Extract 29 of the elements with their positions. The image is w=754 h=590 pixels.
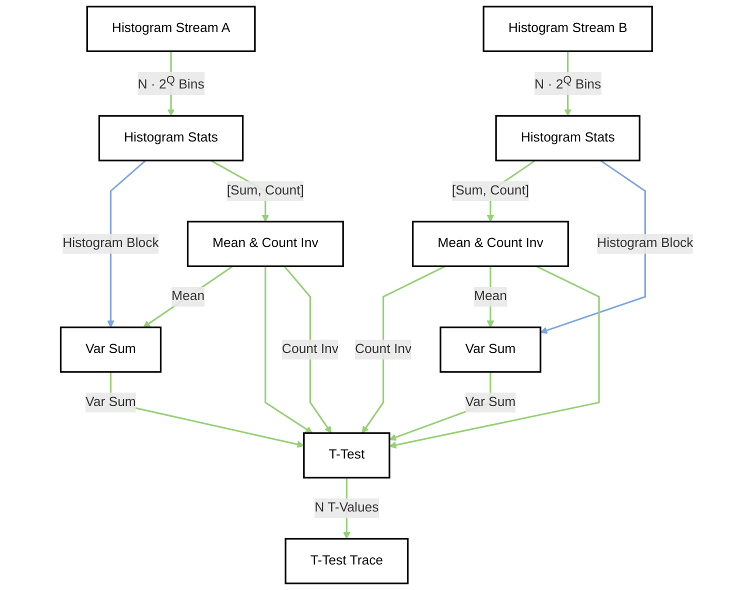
edge-label: Mean bbox=[474, 289, 508, 304]
edge-label: N · 2$^{Q}$ Bins bbox=[138, 74, 204, 92]
edge-label: Var Sum bbox=[86, 395, 136, 410]
arrow bbox=[107, 160, 146, 328]
node-box bbox=[303, 432, 390, 478]
arrow bbox=[284, 266, 332, 434]
edge-label: [Sum, Count] bbox=[452, 184, 530, 198]
node-box bbox=[98, 115, 244, 162]
edge-label: Histogram Block bbox=[597, 236, 694, 251]
node-box bbox=[440, 326, 542, 373]
edge-label: N · 2$^{Q}$ Bins bbox=[534, 74, 602, 92]
node-box bbox=[412, 220, 569, 268]
node-box bbox=[86, 6, 256, 52]
arrow bbox=[143, 266, 234, 328]
edge-label: Count Inv bbox=[282, 342, 338, 356]
node-box bbox=[186, 220, 344, 268]
edge-label: Count Inv bbox=[355, 342, 412, 356]
edge-label: Var Sum bbox=[465, 395, 516, 410]
node-box bbox=[60, 326, 162, 373]
arrow bbox=[540, 160, 646, 334]
node-box bbox=[284, 538, 409, 584]
edge-label: N T-Values bbox=[314, 500, 379, 515]
edge-label: Mean bbox=[172, 289, 205, 304]
node-box bbox=[482, 6, 653, 52]
arrow bbox=[362, 265, 446, 434]
edge-label: [Sum, Count] bbox=[226, 184, 304, 198]
edge-label: Histogram Block bbox=[62, 236, 159, 251]
node-box bbox=[495, 115, 640, 162]
arrow bbox=[264, 266, 313, 434]
